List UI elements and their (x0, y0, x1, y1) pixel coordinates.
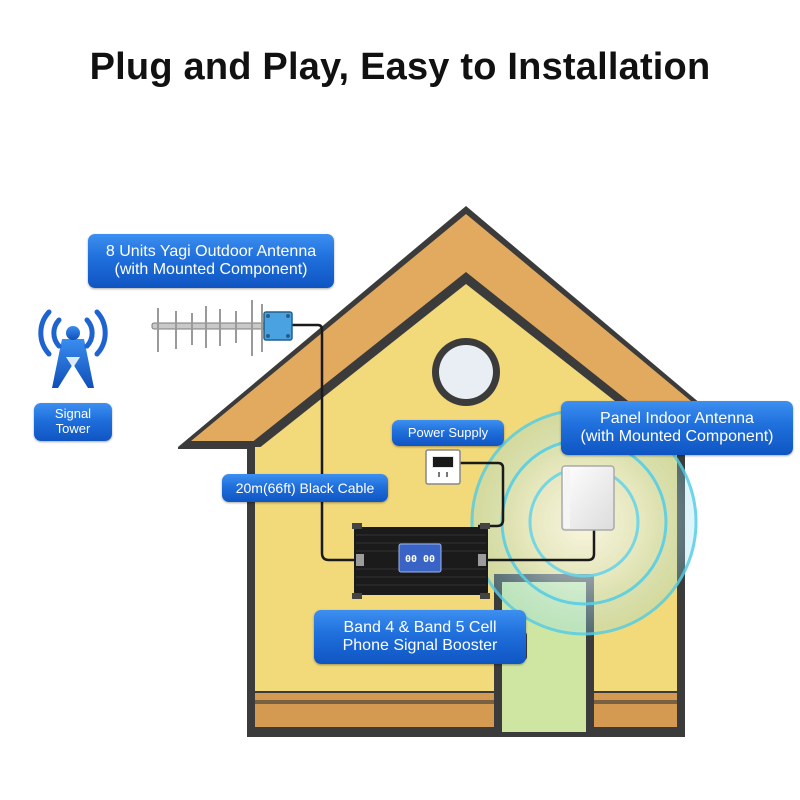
signal-tower-label: Signal Tower (34, 403, 112, 441)
yagi-antenna (151, 300, 293, 356)
booster-label: Band 4 & Band 5 Cell Phone Signal Booste… (314, 610, 526, 664)
power-cable (452, 461, 505, 528)
booster-display (398, 543, 442, 573)
indoor-cable (488, 526, 596, 562)
booster-display-digits: 00 00 (405, 554, 435, 565)
yagi-antenna-label-line2: (with Mounted Component) (114, 261, 308, 278)
house-base (255, 693, 677, 729)
cables (292, 323, 596, 562)
panel-antenna-label-line2: (with Mounted Component) (580, 428, 774, 445)
signal-booster: 00 00 (352, 523, 490, 599)
panel-antenna-label-line1: Panel Indoor Antenna (600, 409, 754, 427)
power-outlet (425, 449, 461, 485)
signal-tower-icon (38, 309, 108, 388)
booster-label-line2: Phone Signal Booster (342, 637, 498, 654)
power-supply-label-text: Power Supply (407, 424, 489, 440)
outdoor-cable (292, 323, 362, 562)
cable-label: 20m(66ft) Black Cable (222, 474, 388, 502)
signal-tower-label-line1: Signal (54, 406, 92, 422)
page-title: Plug and Play, Easy to Installation (89, 46, 711, 88)
yagi-mount (263, 311, 293, 341)
booster-label-line1: Band 4 & Band 5 Cell (343, 618, 497, 636)
power-supply-label: Power Supply (392, 420, 504, 446)
panel-indoor-antenna (561, 465, 615, 531)
yagi-antenna-label: 8 Units Yagi Outdoor Antenna (with Mount… (88, 234, 334, 288)
panel-antenna-label: Panel Indoor Antenna (with Mounted Compo… (561, 401, 793, 455)
cable-label-text: 20m(66ft) Black Cable (235, 479, 375, 496)
signal-tower-label-line2: Tower (55, 421, 91, 436)
yagi-antenna-label-line1: 8 Units Yagi Outdoor Antenna (105, 242, 317, 260)
